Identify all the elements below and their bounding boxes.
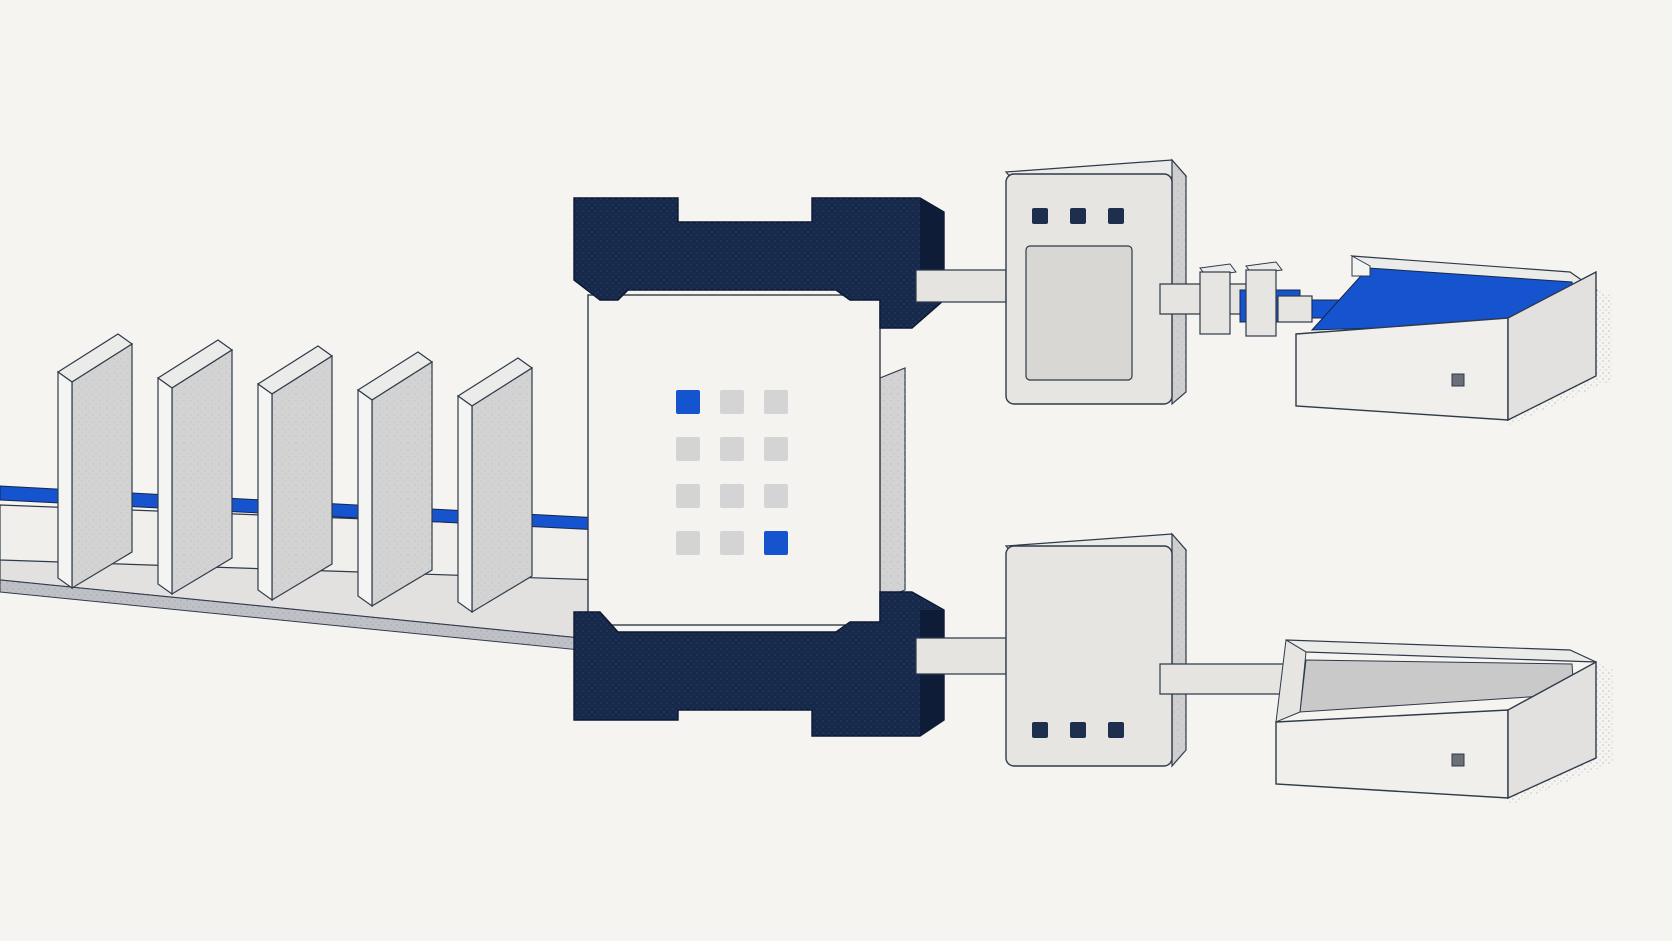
indicator-light — [1070, 208, 1086, 224]
tray-icon — [1295, 255, 1612, 426]
indicator-light — [1108, 722, 1124, 738]
grid-cell — [720, 484, 744, 508]
grid-cell — [676, 484, 700, 508]
tray-marker — [1451, 753, 1465, 767]
grid-cell — [720, 437, 744, 461]
pipe-lower-in — [915, 637, 1007, 675]
indicator-light — [1032, 208, 1048, 224]
divider-panel-icon — [356, 351, 434, 608]
processor-box-icon — [1004, 158, 1188, 406]
divider-panels — [56, 333, 534, 614]
router-frame-icon — [573, 197, 945, 737]
grid-cell — [764, 484, 788, 508]
grid-cell-active — [764, 531, 788, 555]
grid-cell — [764, 390, 788, 414]
grid-cell — [720, 390, 744, 414]
coupler-icon — [1245, 261, 1283, 337]
lower-branch — [915, 532, 1614, 806]
grid-cell — [676, 437, 700, 461]
upper-branch — [915, 158, 1612, 426]
indicator-light — [1108, 208, 1124, 224]
grid-cell — [764, 437, 788, 461]
grid-cell-active — [676, 390, 700, 414]
indicator-lights — [1032, 208, 1124, 224]
screen-panel — [1025, 245, 1133, 381]
divider-panel-icon — [456, 357, 534, 614]
grid-cell — [720, 531, 744, 555]
divider-panel-icon — [256, 345, 334, 602]
pipe-upper-in — [915, 269, 1007, 303]
grid-cell — [676, 531, 700, 555]
indicator-lights — [1032, 722, 1124, 738]
processor-box-icon — [1004, 532, 1188, 768]
tray-icon — [1275, 639, 1614, 806]
pipe-lower-out — [1159, 663, 1291, 695]
router-grid — [676, 390, 788, 555]
indicator-light — [1070, 722, 1086, 738]
divider-panel-icon — [156, 339, 234, 596]
tray-marker — [1451, 373, 1465, 387]
divider-panel-icon — [56, 333, 134, 590]
indicator-light — [1032, 722, 1048, 738]
conveyor — [0, 485, 601, 653]
coupler-icon — [1199, 263, 1237, 335]
